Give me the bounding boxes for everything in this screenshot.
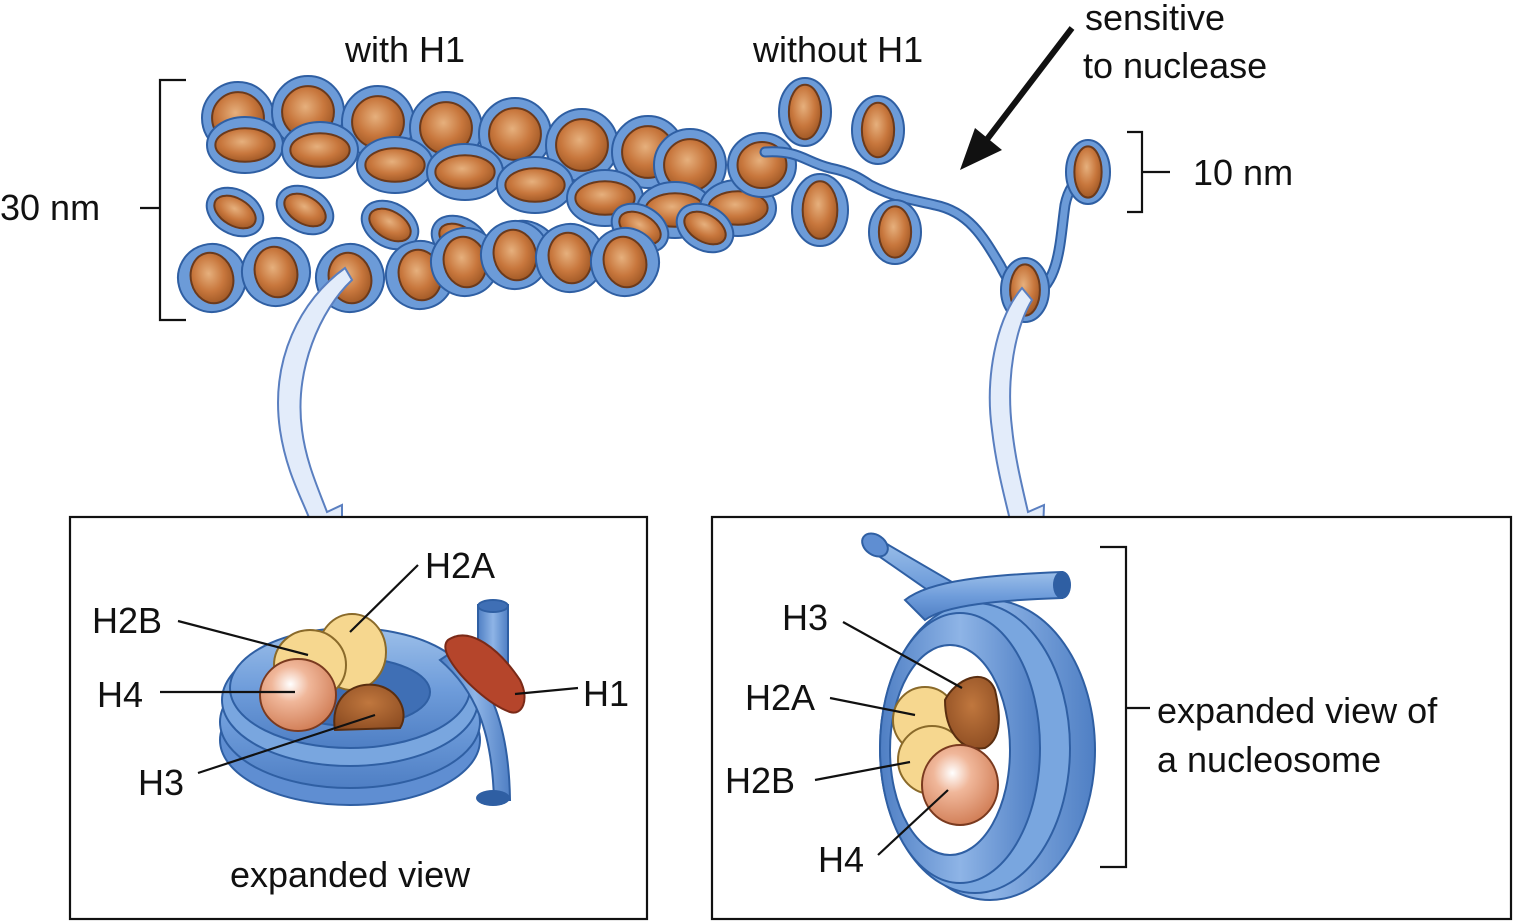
caption-right-line2: a nucleosome: [1157, 739, 1381, 780]
panel-nucleosome: [710, 515, 1513, 921]
label-without-h1: without H1: [752, 29, 923, 70]
nucleosome-bead: [356, 136, 434, 194]
label-h2b-right: H2B: [725, 760, 795, 801]
label-h4-left: H4: [97, 674, 143, 715]
nucleosome-bead: [778, 77, 832, 147]
leader-h2a-right: [829, 696, 916, 717]
nucleosome-bead: [868, 199, 922, 265]
nucleosome-bead: [478, 97, 552, 171]
nucleosome-left: [219, 599, 526, 806]
label-h2b-left: H2B: [92, 600, 162, 641]
nucleosome-bead: [545, 108, 619, 182]
leader-h1-left: [514, 686, 579, 696]
nucleosome-bead: [177, 243, 247, 313]
nucleosome-bead: [426, 143, 504, 201]
label-with-h1: with H1: [344, 29, 465, 70]
label-to-nuclease: to nuclease: [1083, 45, 1267, 86]
nucleosome-bead: [791, 173, 849, 247]
label-h4-right: H4: [818, 839, 864, 880]
nucleosome-bead: [535, 223, 605, 293]
bracket-30nm: [140, 78, 186, 322]
nucleosome-bead: [480, 220, 550, 290]
nucleosome-bead: [851, 95, 905, 165]
label-30nm: 30 nm: [0, 187, 100, 228]
nucleosome-bead: [1065, 139, 1111, 205]
label-10nm: 10 nm: [1193, 152, 1293, 193]
chromatin-fiber: [177, 75, 797, 313]
nucleosome-bead: [727, 132, 797, 198]
label-h2a-right: H2A: [745, 677, 815, 718]
label-h1-left: H1: [583, 673, 629, 714]
leader-h4-right: [877, 789, 949, 856]
nucleosome-bead: [205, 186, 265, 238]
leader-h3-right: [842, 621, 963, 689]
caption-left: expanded view: [230, 854, 471, 895]
nucleosome-beads-10nm: [778, 77, 1111, 323]
nucleosome-bead: [241, 237, 311, 307]
leader-h2a-left: [349, 564, 419, 633]
bracket-10nm: [1127, 130, 1170, 214]
nucleosome-bead: [281, 121, 359, 179]
caption-right-line1: expanded view of: [1157, 690, 1438, 731]
label-h2a-left: H2A: [425, 545, 495, 586]
label-h3-right: H3: [782, 597, 828, 638]
nucleosome-bead: [360, 199, 420, 251]
nucleosome-bead: [275, 184, 335, 236]
bracket-nucleosome: [1100, 545, 1150, 869]
dna-strand-10nm: [759, 146, 1091, 302]
nucleosome-right: [861, 532, 1096, 901]
leader-h2b-right: [814, 760, 911, 782]
leader-h2b-left: [177, 619, 309, 657]
label-sensitive: sensitive: [1085, 0, 1225, 38]
nuclease-arrow: [960, 26, 1075, 170]
leader-h3-left: [197, 713, 376, 775]
nucleosome-bead: [590, 227, 660, 297]
nucleosome-bead: [271, 75, 345, 149]
label-h3-left: H3: [138, 762, 184, 803]
nucleosome-bead: [206, 116, 284, 174]
nucleosome-bead: [496, 156, 574, 214]
nucleosome-bead: [675, 202, 735, 254]
